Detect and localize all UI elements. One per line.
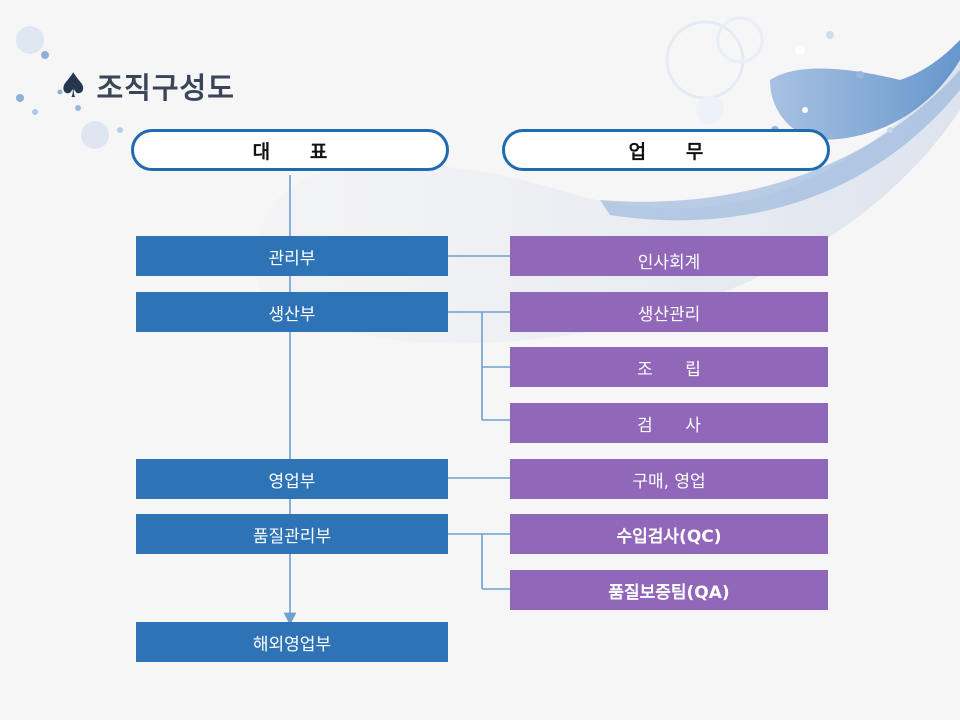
- task-inspection: 검 사: [510, 403, 828, 443]
- background-wave-blue: [770, 40, 960, 140]
- dept-sales: 영업부: [136, 459, 448, 499]
- task-incoming-inspection: 수입검사(QC): [510, 514, 828, 554]
- header-duties: 업 무: [502, 129, 830, 171]
- task-hr-accounting: 인사회계: [510, 236, 828, 276]
- dept-overseas-sales: 해외영업부: [136, 622, 448, 662]
- task-quality-assurance: 품질보증팀(QA): [510, 570, 828, 610]
- task-production-management: 생산관리: [510, 292, 828, 332]
- task-assembly: 조 립: [510, 347, 828, 387]
- spade-icon: ♠: [58, 66, 89, 106]
- header-representative: 대 표: [131, 129, 449, 171]
- page-title: ♠ 조직구성도: [58, 66, 235, 106]
- page-title-text: 조직구성도: [96, 71, 235, 105]
- task-purchasing-sales: 구매, 영업: [510, 459, 828, 499]
- background-wave-swoosh: [600, 70, 960, 221]
- dept-production: 생산부: [136, 292, 448, 332]
- dept-admin: 관리부: [136, 236, 448, 276]
- dept-quality: 품질관리부: [136, 514, 448, 554]
